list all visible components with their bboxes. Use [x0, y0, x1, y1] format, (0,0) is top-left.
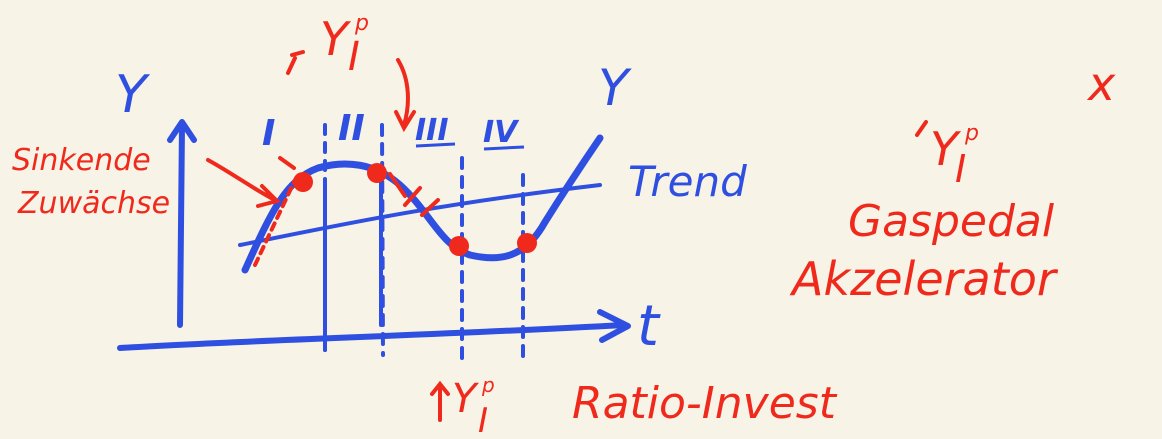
top-symbol-up-arrow: [286, 50, 305, 75]
right-symbol-sup: p: [964, 121, 979, 146]
curve-point-4: [517, 233, 537, 253]
y-axis-label-left: Y: [115, 65, 151, 125]
curve-point-3: [449, 236, 469, 256]
tangent-tick-3: [403, 186, 422, 207]
curve-point-2: [367, 163, 387, 183]
y-axis-line: [177, 122, 185, 328]
curve-point-1: [293, 172, 313, 192]
cycle-curve: [241, 134, 604, 274]
phase-dividers: [323, 123, 525, 362]
x-axis-arrowhead: [597, 309, 631, 343]
right-symbol-sub: I: [955, 147, 966, 191]
bottom-symbol-sup: p: [481, 373, 495, 397]
right-symbol-base: Y: [930, 122, 962, 176]
phase-label-3-underline: [415, 142, 456, 148]
bottom-symbol-base: Y: [452, 376, 480, 422]
trend-label: Trend: [628, 157, 747, 206]
left-note-arrow: [206, 158, 281, 208]
y-axis-arrowhead: [167, 119, 197, 143]
curve-points: [293, 163, 537, 256]
right-note-line1: Gaspedal: [848, 196, 1055, 247]
phase-label-1: I: [262, 113, 275, 154]
tangent-tick-1: [278, 156, 296, 170]
right-symbol-up-mark: [915, 120, 928, 137]
phase-label-4-underline: [483, 145, 525, 151]
tangent-tick-2: [388, 172, 407, 198]
bottom-symbol-sub: I: [478, 401, 488, 439]
right-note-line2: Akzelerator: [789, 252, 1059, 306]
top-symbol-sup: p: [354, 11, 369, 36]
phase-label-3: III: [415, 113, 449, 148]
right-note-mark: x: [1086, 57, 1116, 111]
x-axis-line: [117, 322, 628, 351]
bottom-symbol-up-arrow: [430, 380, 450, 422]
phase-label-2: II: [338, 108, 365, 149]
phase-label-4: IV: [483, 115, 520, 150]
trend-line: [238, 183, 602, 247]
tangent-tick-4: [420, 198, 440, 217]
tangent-marks: [253, 156, 440, 267]
y-axis-label-right: Y: [598, 59, 632, 117]
bottom-note-text: Ratio-Invest: [572, 378, 838, 429]
x-axis-label: t: [637, 294, 661, 359]
tangent-dashed: [253, 178, 297, 267]
left-note-line2: Zuwächse: [17, 186, 170, 221]
left-note-line1: Sinkende: [12, 143, 151, 178]
top-symbol-base: Y: [320, 12, 352, 66]
top-symbol-sub: I: [348, 34, 360, 80]
axes: [117, 119, 631, 351]
top-symbol-down-arrow: [394, 58, 416, 133]
